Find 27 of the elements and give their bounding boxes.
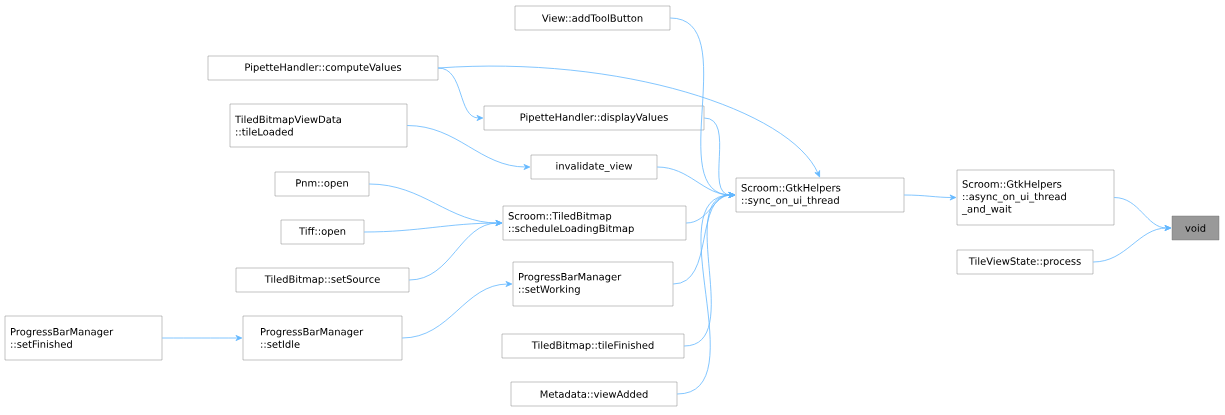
arrow (401, 281, 513, 339)
function-box: TiledBitmap::setSource (235, 267, 410, 293)
function-box: Pnm::open (274, 171, 370, 197)
function-box: Scroom::GtkHelpers ::sync_on_ui_thread (735, 177, 905, 213)
function-box: View::addToolButton (514, 5, 671, 31)
function-box: void (1171, 215, 1220, 241)
arrow (406, 125, 531, 170)
arrow (903, 194, 957, 201)
arrow (437, 67, 484, 121)
function-box: ProgressBarManager ::setFinished (4, 315, 163, 361)
arrow (161, 335, 243, 341)
arrow (408, 220, 503, 281)
function-box: TiledBitmapViewData ::tileLoaded (229, 103, 408, 148)
function-box: ProgressBarManager ::setWorking (512, 261, 674, 307)
function-box: Tiff::open (280, 219, 365, 245)
function-box: Scroom::GtkHelpers ::async_on_ui_thread _and_wait (956, 169, 1115, 226)
function-box: Metadata::viewAdded (510, 381, 678, 407)
arrow (676, 192, 736, 395)
function-box: Scroom::TiledBitmap ::scheduleLoadingBitmap (502, 205, 687, 241)
function-box: invalidate_view (530, 154, 658, 180)
function-box: PipetteHandler::displayValues (483, 105, 705, 131)
arrow (1092, 225, 1172, 263)
function-box: ProgressBarManager ::setIdle (242, 315, 403, 361)
function-box: TiledBitmap::tileFinished (501, 333, 685, 359)
function-box: TileViewState::process (956, 249, 1094, 275)
function-box: PipetteHandler::computeValues (207, 55, 439, 81)
arrow (437, 65, 820, 178)
